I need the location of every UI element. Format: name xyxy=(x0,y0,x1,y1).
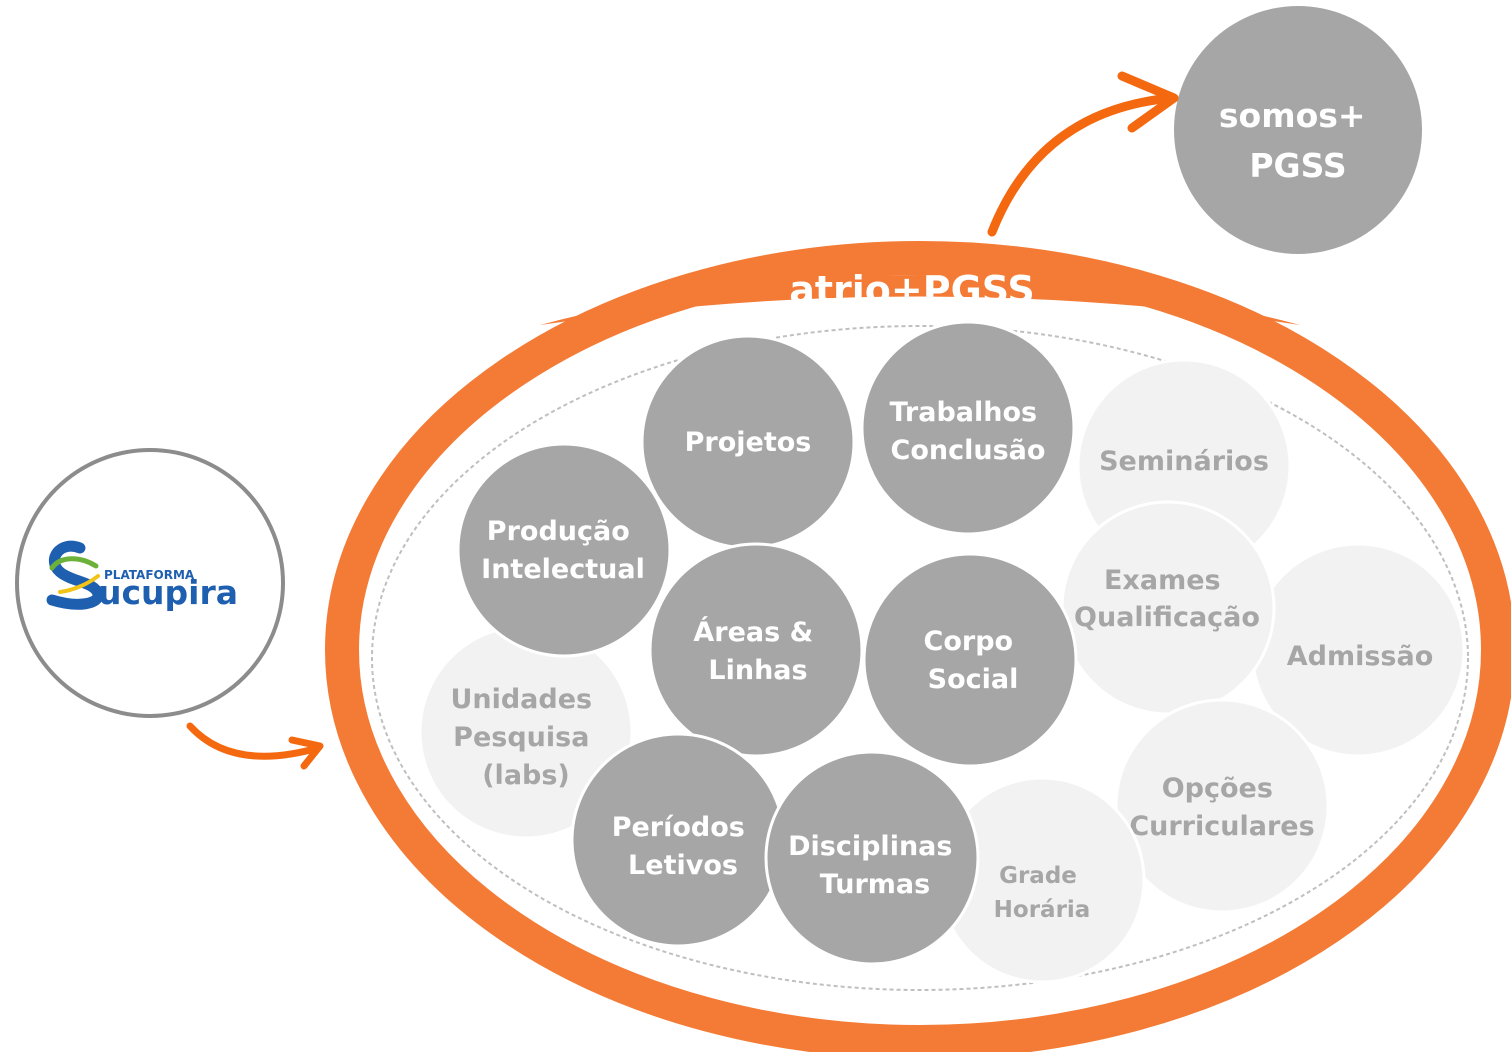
node-opcoes-line-1: Opções xyxy=(1162,773,1273,804)
atrio-title: atrio+PGSS xyxy=(789,268,1035,312)
node-producao-line-2: Intelectual xyxy=(481,554,645,585)
node-projetos-line-1: Projetos xyxy=(685,427,812,458)
node-admissao-line-1: Admissão xyxy=(1287,641,1434,672)
node-projetos[interactable]: Projetos xyxy=(640,334,856,550)
node-opcoes[interactable]: Opções Curriculares xyxy=(1114,698,1330,914)
svg-text:Seminários: Seminários xyxy=(1099,446,1269,477)
node-producao-line-1: Produção xyxy=(487,516,630,547)
logo-s-yellow xyxy=(58,574,100,594)
node-unidades-line-1: Unidades xyxy=(450,684,592,715)
node-producao[interactable]: Produção Intelectual xyxy=(456,442,672,658)
svg-text:Admissão: Admissão xyxy=(1287,641,1434,672)
logo-s-green xyxy=(49,556,99,571)
atrio-inner-dashed-border xyxy=(371,325,1469,991)
node-unidades[interactable]: Unidades Pesquisa (labs) xyxy=(418,624,634,840)
svg-text:Unidades Pesquisa: Unidades Pesquisa (labs) xyxy=(450,684,601,791)
svg-text:Opções Curriculares: Opções Curriculares xyxy=(1129,773,1314,842)
atrio-title-band xyxy=(540,275,1300,325)
node-areas-line-1: Áreas & xyxy=(693,616,813,648)
node-disciplinas[interactable]: Disciplinas Turmas xyxy=(764,750,980,966)
logo-s-shape xyxy=(46,540,104,610)
sucupira-logo: PLATAFORMA ucupira xyxy=(46,540,238,612)
svg-text:Trabalhos Conclusão: Trabalhos Conclusão xyxy=(889,397,1046,466)
logo-small-text: PLATAFORMA xyxy=(104,568,195,582)
logo-big-text: ucupira xyxy=(98,573,238,612)
svg-text:Produção Intelectual: Produção Intelectual xyxy=(481,516,645,585)
somos-line-2: PGSS xyxy=(1249,146,1346,185)
svg-text:Corpo Social: Corpo Social xyxy=(924,626,1023,695)
node-opcoes-line-2: Curriculares xyxy=(1129,811,1314,842)
node-exames[interactable]: Exames Qualificação xyxy=(1060,500,1276,716)
node-unidades-line-3: (labs) xyxy=(482,760,570,791)
node-exames-line-1: Exames xyxy=(1104,565,1221,596)
node-unidades-line-2: Pesquisa xyxy=(453,722,589,753)
node-periodos-line-1: Períodos xyxy=(612,812,745,843)
node-exames-line-2: Qualificação xyxy=(1074,602,1260,633)
node-somos-pgss[interactable]: somos+ PGSS xyxy=(1174,6,1422,254)
sucupira-logo-node[interactable]: PLATAFORMA ucupira xyxy=(15,448,285,718)
svg-text:Exames Qualificação: Exames Qualificação xyxy=(1074,565,1260,633)
svg-text:Disciplinas Turmas: Disciplinas Turmas xyxy=(788,831,962,900)
svg-text:Áreas & Linhas: Áreas & Linhas xyxy=(693,616,822,686)
node-grade-line-1: Grade xyxy=(999,863,1077,889)
node-periodos-line-2: Letivos xyxy=(628,850,738,881)
node-periodos[interactable]: Períodos Letivos xyxy=(570,732,786,948)
node-disciplinas-line-2: Turmas xyxy=(820,869,930,900)
node-areas[interactable]: Áreas & Linhas xyxy=(648,542,864,758)
svg-text:Grade Horária: Grade Horária xyxy=(994,863,1091,923)
svg-text:Projetos: Projetos xyxy=(685,427,812,458)
arrow-from-sucupira xyxy=(186,722,324,770)
node-corpo-line-1: Corpo xyxy=(924,626,1014,657)
node-areas-line-2: Linhas xyxy=(708,655,807,686)
somos-line-1: somos+ xyxy=(1219,96,1366,135)
node-trabalhos[interactable]: Trabalhos Conclusão xyxy=(860,320,1076,536)
svg-text:Períodos Letivos: Períodos Letivos xyxy=(612,812,755,881)
node-corpo[interactable]: Corpo Social xyxy=(862,552,1078,768)
arrow-to-somos xyxy=(987,71,1179,237)
node-corpo-line-2: Social xyxy=(928,664,1019,695)
node-trabalhos-line-1: Trabalhos xyxy=(889,397,1037,428)
node-trabalhos-line-2: Conclusão xyxy=(891,435,1046,466)
node-grade-line-2: Horária xyxy=(994,897,1091,923)
node-seminarios-line-1: Seminários xyxy=(1099,446,1269,477)
node-disciplinas-line-1: Disciplinas xyxy=(788,831,952,862)
svg-text:somos+ PGSS: somos+ PGSS xyxy=(1219,96,1377,185)
